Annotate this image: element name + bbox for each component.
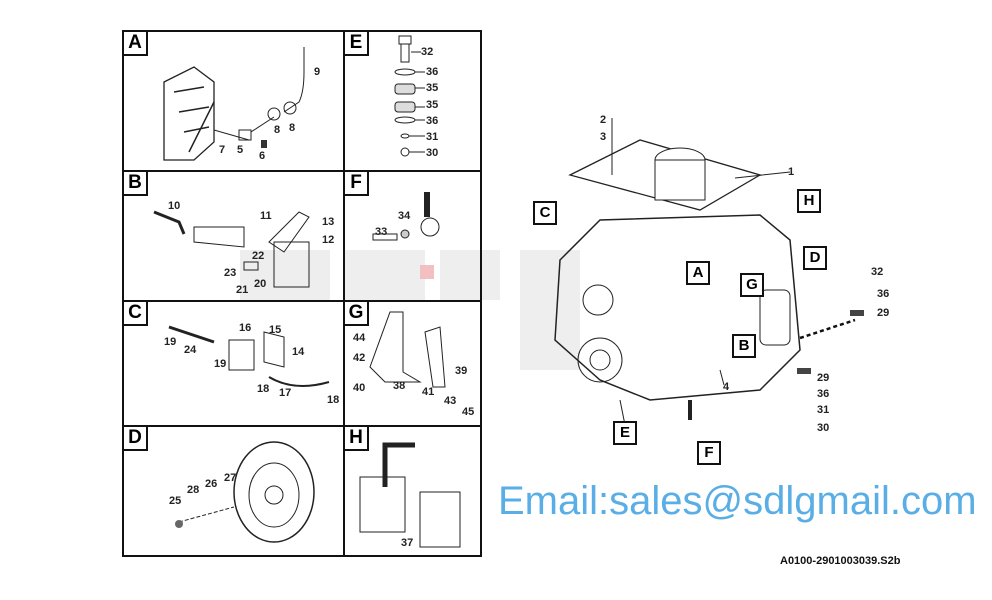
part-label: 36 xyxy=(426,66,439,78)
part-label: 27 xyxy=(224,472,237,484)
bolt-drawing xyxy=(372,192,440,241)
part-label: 29 xyxy=(877,307,890,319)
part-label: 1 xyxy=(788,166,795,178)
flywheel-housing-drawing xyxy=(175,441,315,543)
part-label: 19 xyxy=(164,336,177,348)
part-label: 25 xyxy=(169,495,182,507)
part-label: 42 xyxy=(353,352,366,364)
pump-drawing xyxy=(168,325,330,387)
part-label: 36 xyxy=(877,288,890,300)
panel-tag: F xyxy=(343,170,369,196)
part-label: 14 xyxy=(292,346,305,358)
part-label: 4 xyxy=(723,381,730,393)
part-label: 40 xyxy=(353,382,366,394)
callout-e[interactable]: E xyxy=(613,421,637,445)
callout-b[interactable]: B xyxy=(732,334,756,358)
panel-tag: A xyxy=(122,30,148,56)
part-label: 32 xyxy=(421,46,434,58)
callout-c[interactable]: C xyxy=(533,201,557,225)
part-label: 21 xyxy=(236,284,249,296)
part-label: 41 xyxy=(422,386,435,398)
part-label: 29 xyxy=(817,372,830,384)
part-label: 2 xyxy=(600,114,607,126)
callout-h[interactable]: H xyxy=(797,189,821,213)
figure-code: A0100-2901003039.S2b xyxy=(780,555,901,567)
callout-f[interactable]: F xyxy=(697,441,721,465)
tank-drawing xyxy=(359,442,461,548)
email-watermark: Email:sales@sdlgmail.com xyxy=(498,479,977,523)
part-label: 5 xyxy=(237,144,244,156)
part-label: 18 xyxy=(327,394,340,406)
part-label: 30 xyxy=(817,422,830,434)
part-label: 10 xyxy=(168,200,181,212)
part-label: 45 xyxy=(462,406,475,418)
part-label: 35 xyxy=(426,99,439,111)
part-label: 7 xyxy=(219,144,226,156)
panel-tag: G xyxy=(343,300,369,326)
callout-d[interactable]: D xyxy=(803,246,827,270)
part-label: 23 xyxy=(224,267,237,279)
part-label: 38 xyxy=(393,380,406,392)
part-label: 19 xyxy=(214,358,227,370)
part-label: 28 xyxy=(187,484,200,496)
panel-tag: C xyxy=(122,300,148,326)
panel-tag: H xyxy=(343,425,369,451)
part-label: 26 xyxy=(205,478,218,490)
part-label: 12 xyxy=(322,234,335,246)
part-label: 36 xyxy=(817,388,830,400)
part-label: 33 xyxy=(375,226,388,238)
part-label: 32 xyxy=(871,266,884,278)
part-label: 31 xyxy=(426,131,439,143)
part-label: 22 xyxy=(252,250,265,262)
part-label: 37 xyxy=(401,537,414,549)
part-label: 8 xyxy=(289,122,296,134)
part-label: 11 xyxy=(260,210,272,222)
part-label: 13 xyxy=(322,216,335,228)
part-label: 35 xyxy=(426,82,439,94)
part-label: 6 xyxy=(259,150,266,162)
mount-stack-drawing xyxy=(394,35,425,157)
part-label: 16 xyxy=(239,322,252,334)
part-label: 39 xyxy=(455,365,468,377)
callout-a[interactable]: A xyxy=(686,261,710,285)
part-label: 17 xyxy=(279,387,292,399)
part-label: 9 xyxy=(314,66,321,78)
part-label: 31 xyxy=(817,404,830,416)
part-label: 34 xyxy=(398,210,411,222)
part-label: 8 xyxy=(274,124,281,136)
panel-h: H 37 xyxy=(343,425,482,557)
part-label: 43 xyxy=(444,395,457,407)
bracket-drawing xyxy=(369,311,446,388)
callout-g[interactable]: G xyxy=(740,273,764,297)
panel-tag: E xyxy=(343,30,369,56)
pedal-drawing xyxy=(153,210,310,288)
panel-tag: B xyxy=(122,170,148,196)
part-label: 24 xyxy=(184,344,197,356)
part-label: 30 xyxy=(426,147,439,159)
panel-tag: D xyxy=(122,425,148,451)
panel-c: C 16 15 19 24 14 19 18 17 18 xyxy=(122,300,345,427)
throttle-linkage-drawing xyxy=(163,47,305,161)
part-label: 20 xyxy=(254,278,267,290)
part-label: 18 xyxy=(257,383,270,395)
part-label: 15 xyxy=(269,324,282,336)
part-label: 36 xyxy=(426,115,439,127)
part-label: 44 xyxy=(353,332,366,344)
part-label: 3 xyxy=(600,131,607,143)
